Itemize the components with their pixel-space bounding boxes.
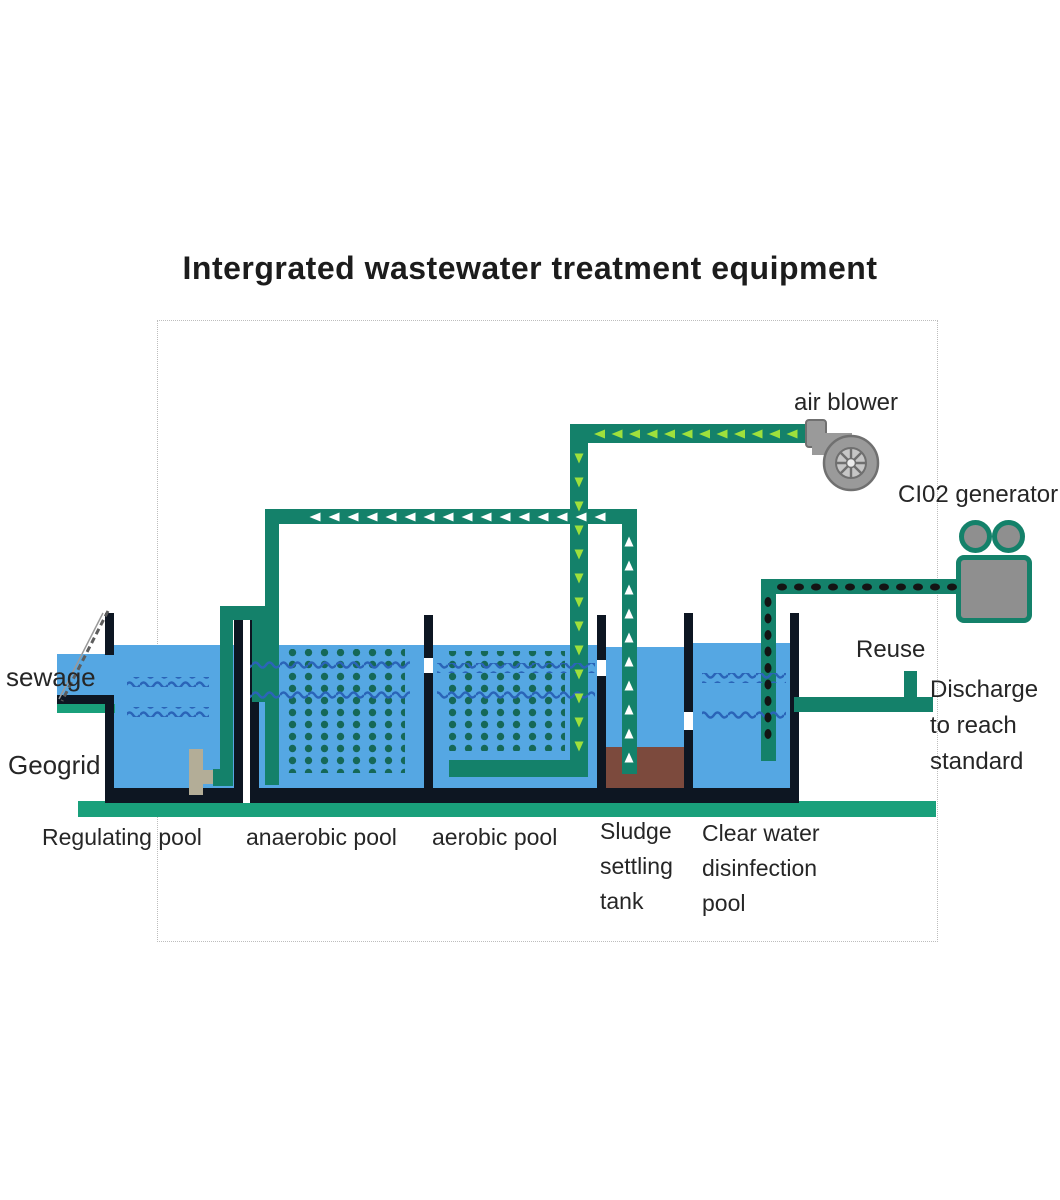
label-anaerobic-pool: anaerobic pool [246, 824, 397, 850]
pipe-cl02-vertical [761, 579, 776, 761]
generator-motor-left [959, 520, 992, 553]
label-air-blower: air blower [793, 389, 899, 416]
boundary-box [157, 320, 938, 942]
wall-divider-regulating-a [234, 613, 243, 788]
wall-gap-white [243, 788, 250, 803]
pool-bottom-slab [105, 788, 799, 803]
pipe-sludge-return-left-leg [265, 509, 279, 785]
ground-bar [78, 801, 936, 817]
pipe-transfer-left-leg [220, 614, 233, 774]
label-reuse: Reuse [856, 636, 926, 663]
pipe-cl02-horizontal [761, 579, 963, 594]
pump-foot [202, 770, 215, 784]
pump-body [189, 749, 203, 795]
wall-aerobic-sludge-lower [597, 676, 606, 788]
label-regulating-pool: Regulating pool [42, 824, 202, 850]
label-discharge: Discharge to reach standard [930, 676, 1039, 775]
wall-regulating-left-lower [105, 695, 114, 788]
pipe-air-diffuser [449, 760, 588, 777]
pipe-air-vertical [570, 424, 588, 776]
water-anaerobic-pool [259, 645, 424, 788]
label-cl02-generator: CI02 generator [898, 481, 1059, 508]
generator-motor-right [992, 520, 1025, 553]
sludge-layer [606, 747, 684, 788]
wall-aerobic-sludge-upper [597, 615, 606, 660]
label-sludge-tank: Sludge settling tank [600, 818, 673, 914]
label-geogrid: Geogrid [8, 750, 101, 780]
label-clear-pool: Clear water disinfection pool [702, 820, 820, 916]
label-aerobic-pool: aerobic pool [432, 824, 558, 850]
pipe-reuse-riser [904, 671, 917, 698]
label-sewage: sewage [6, 662, 96, 692]
wall-anaerobic-aerobic-upper [424, 615, 433, 658]
wall-sludge-clear-upper [684, 613, 693, 712]
pipe-transfer-right-leg [252, 606, 265, 702]
pipe-outlet [794, 697, 933, 712]
pipe-air-horizontal [570, 424, 814, 443]
cl02-generator-icon [956, 555, 1032, 623]
wall-anaerobic-aerobic-lower [424, 673, 433, 788]
water-sludge-tank [606, 647, 684, 747]
sewage-channel-base [57, 704, 115, 713]
page-title: Intergrated wastewater treatment equipme… [182, 250, 878, 286]
wall-sludge-clear-lower [684, 730, 693, 788]
pipe-sludge-return-right-leg [622, 509, 637, 774]
water-regulating-pool [114, 645, 234, 788]
wall-regulating-left-upper [105, 613, 114, 655]
